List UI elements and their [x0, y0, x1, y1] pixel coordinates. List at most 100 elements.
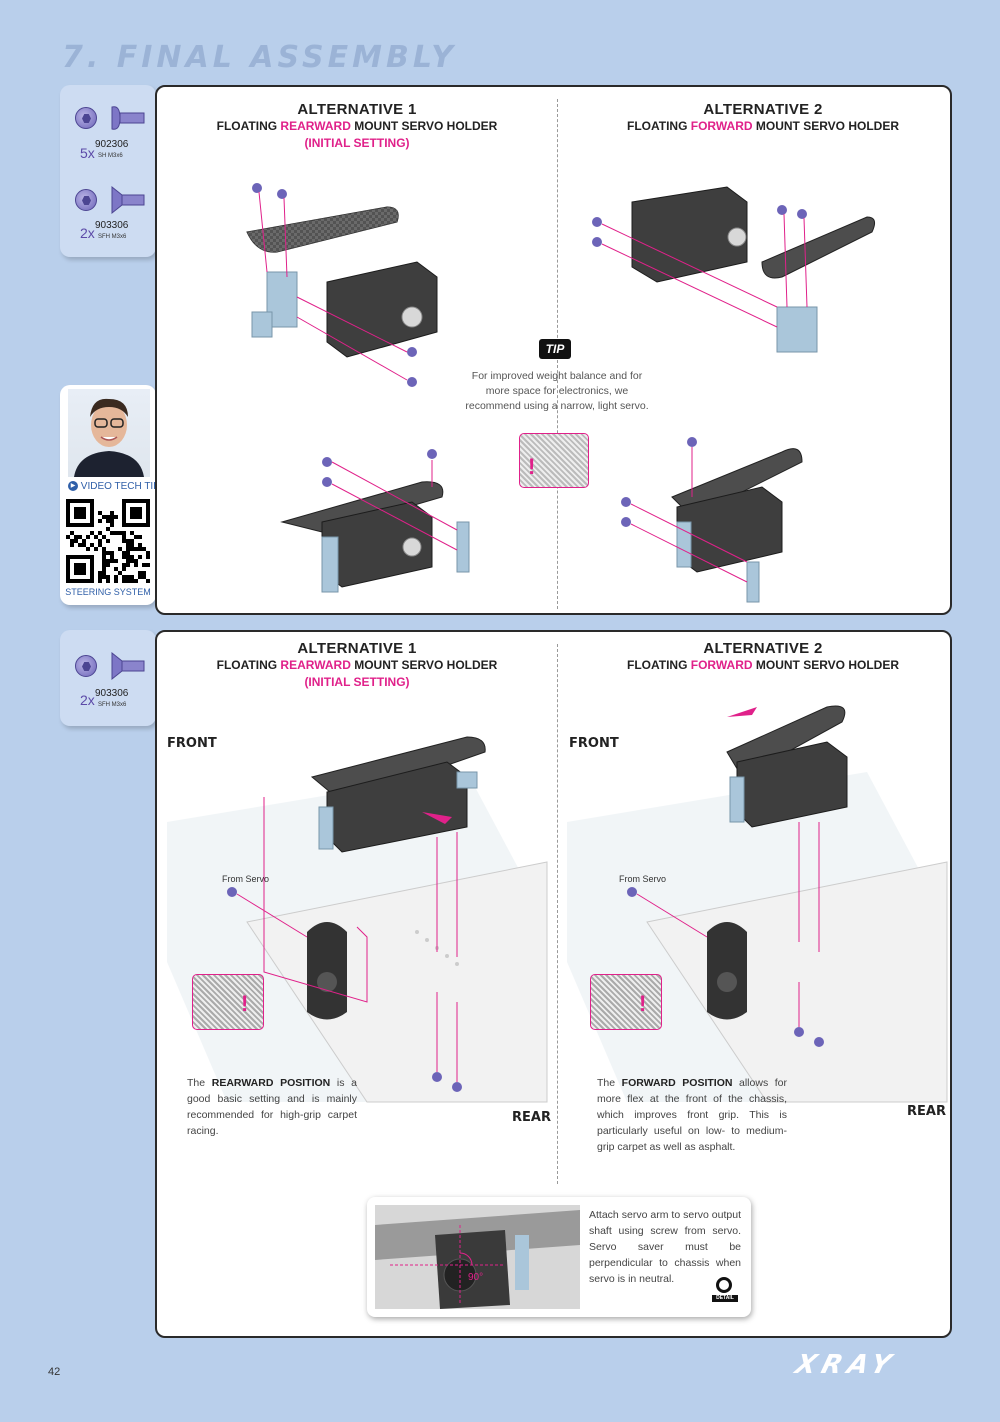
qr-module — [138, 571, 142, 575]
qr-module — [98, 519, 102, 523]
alt1-exploded-servo-illustration — [246, 183, 438, 387]
qr-module — [78, 543, 82, 547]
qr-module — [130, 531, 134, 535]
qr-module — [106, 551, 110, 555]
qr-module — [122, 575, 126, 579]
qr-module — [142, 575, 146, 579]
qr-module — [114, 515, 118, 519]
qr-module — [134, 563, 138, 567]
alt2-subtitle: FLOATING FORWARD MOUNT SERVO HOLDER — [626, 658, 900, 672]
alt2-exploded-servo-illustration — [592, 186, 876, 353]
video-tip-label: VIDEO TECH TIP — [80, 481, 160, 492]
qr-module — [102, 551, 106, 555]
qr-module — [138, 547, 142, 551]
qr-module — [98, 543, 102, 547]
qr-module — [110, 531, 114, 535]
qr-finder — [130, 507, 142, 519]
qr-module — [82, 539, 86, 543]
video-tech-tip-box[interactable]: ▶ VIDEO TECH TIP STEERING SYSTEM — [60, 385, 160, 605]
qr-module — [106, 515, 110, 519]
qr-module — [130, 547, 134, 551]
from-servo-label: From Servo — [222, 874, 270, 884]
part-spec: SH M3x6 — [98, 153, 123, 159]
qr-module — [126, 579, 130, 583]
qr-module — [126, 547, 130, 551]
qr-module — [134, 579, 138, 583]
alt1-subtitle: FLOATING REARWARD MOUNT SERVO HOLDER — [216, 119, 498, 133]
qr-module — [110, 515, 114, 519]
qr-module — [106, 519, 110, 523]
qr-module — [70, 531, 74, 535]
part-number: 903306 — [95, 220, 129, 231]
qr-module — [122, 531, 126, 535]
qr-module — [134, 547, 138, 551]
alt1-note: (INITIAL SETTING) — [304, 675, 410, 689]
qr-module — [106, 559, 110, 563]
qr-module — [130, 559, 134, 563]
tip-text: For improved weight balance and for more… — [465, 370, 649, 412]
alt2-subtitle: FLOATING FORWARD MOUNT SERVO HOLDER — [626, 119, 900, 133]
qr-module — [142, 547, 146, 551]
video-tip-label-row[interactable]: ▶ VIDEO TECH TIP — [68, 481, 160, 492]
alt1-narrow-servo-image: ! — [192, 974, 264, 1030]
alt1-title: ALTERNATIVE 1 — [297, 640, 417, 657]
qr-module — [138, 555, 142, 559]
alt1-assembled-servo-illustration — [280, 449, 470, 593]
button-head-screw-side-icon — [111, 106, 145, 130]
qr-module — [102, 571, 106, 575]
qr-module — [106, 563, 110, 567]
qr-module — [126, 551, 130, 555]
qr-module — [70, 543, 74, 547]
alt2-narrow-servo-image: ! — [590, 974, 662, 1030]
qr-module — [114, 531, 118, 535]
qr-module — [102, 515, 106, 519]
qr-module — [134, 559, 138, 563]
servo-arm-detail-illustration: 90° — [375, 1205, 580, 1309]
qr-module — [114, 579, 118, 583]
qr-module — [126, 575, 130, 579]
qr-module — [98, 531, 102, 535]
qr-module — [110, 559, 114, 563]
detail-badge: DETAIL — [712, 1295, 738, 1302]
qr-module — [118, 531, 122, 535]
qr-module — [110, 519, 114, 523]
page-title: 7. FINAL ASSEMBLY — [62, 40, 457, 75]
technician-photo — [68, 389, 150, 477]
qr-module — [90, 543, 94, 547]
from-servo-label: From Servo — [619, 874, 667, 884]
alt1-title: ALTERNATIVE 1 — [297, 101, 417, 118]
qr-module — [102, 563, 106, 567]
qr-module — [106, 539, 110, 543]
part-number: 902306 — [95, 139, 129, 150]
qr-module — [122, 563, 126, 567]
qr-module — [106, 527, 110, 531]
rear-label: REAR — [512, 1110, 551, 1125]
qr-module — [110, 555, 114, 559]
qr-module — [86, 547, 90, 551]
qr-module — [106, 579, 110, 583]
alt2-header: ALTERNATIVE 2 FLOATING FORWARD MOUNT SER… — [603, 640, 923, 672]
alt1-header: ALTERNATIVE 1 FLOATING REARWARD MOUNT SE… — [197, 101, 517, 150]
qr-module — [114, 567, 118, 571]
qr-module — [122, 535, 126, 539]
assembly-panel-2: ALTERNATIVE 1 FLOATING REARWARD MOUNT SE… — [155, 630, 952, 1338]
qr-module — [94, 535, 98, 539]
alt2-description: The FORWARD POSITION allows for more fle… — [597, 1077, 787, 1153]
warning-icon: ! — [241, 991, 249, 1016]
xray-logo: XRAY — [791, 1350, 901, 1380]
qr-code[interactable] — [66, 499, 150, 583]
alt2-title: ALTERNATIVE 2 — [703, 101, 823, 118]
qr-module — [102, 567, 106, 571]
video-tip-caption: STEERING SYSTEM — [65, 587, 151, 597]
flat-head-screw-side-icon — [111, 651, 145, 681]
qr-module — [110, 551, 114, 555]
front-label: FRONT — [167, 736, 217, 751]
qr-module — [102, 555, 106, 559]
alt2-title: ALTERNATIVE 2 — [703, 640, 823, 657]
qr-module — [102, 535, 106, 539]
qr-module — [146, 579, 150, 583]
qr-module — [78, 535, 82, 539]
alt1-chassis-illustration — [167, 736, 548, 1103]
play-icon: ▶ — [68, 481, 78, 492]
qr-module — [126, 539, 130, 543]
